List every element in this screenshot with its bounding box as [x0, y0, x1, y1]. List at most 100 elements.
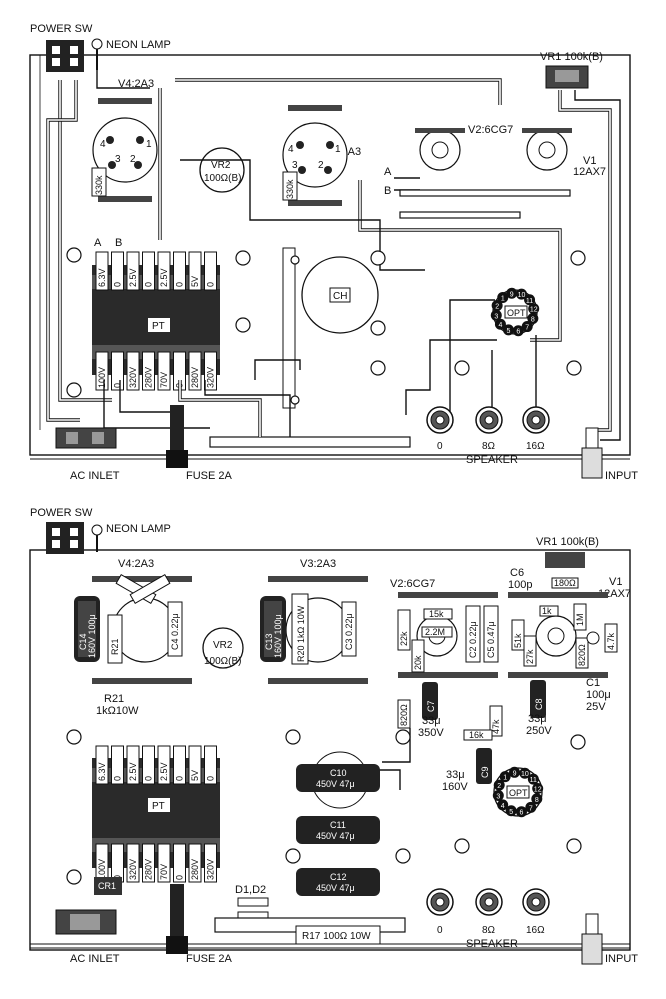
bottom-jack-16-label: 16Ω	[526, 925, 545, 936]
top-fuse-holder[interactable]	[166, 405, 188, 468]
bottom-pt-bottom-tab-label-5: 0	[175, 875, 185, 880]
top-input-label: INPUT	[605, 470, 638, 482]
bottom-r51k	[511, 619, 525, 651]
bottom-pt-bottom-tab-3	[142, 843, 155, 883]
bottom-r21-label: R21	[110, 638, 120, 655]
bottom-opt-pin-2	[493, 779, 505, 791]
bottom-pt-bottom-tab-6	[188, 843, 202, 883]
bottom-vr2-pot[interactable]	[202, 627, 244, 669]
bottom-speaker-jack-0[interactable]	[426, 888, 454, 916]
top-neon-lamp-icon	[91, 38, 103, 70]
bottom-pt-bottom-tab-label-2: 320V	[128, 859, 138, 880]
bottom-pt-top-tab-label-3: 0	[144, 776, 154, 781]
bottom-c6-value: 100p	[508, 579, 532, 591]
bottom-pt-top-tab-label-6: 5V	[190, 770, 200, 781]
bottom-r21-note: R21	[104, 693, 124, 705]
bottom-c14-value: 160V 100μ	[87, 614, 97, 658]
bottom-c3-label: C3 0.22μ	[344, 613, 354, 650]
top-opt-pin-9	[506, 287, 518, 299]
bottom-c13-label: C13	[264, 633, 274, 650]
top-pt-bottom-tab-label-6: 280V	[190, 367, 200, 388]
bottom-opt-pin-4	[497, 799, 509, 811]
bottom-c4-label: C4 0.22μ	[170, 613, 180, 650]
bottom-r21-value: 1kΩ10W	[96, 705, 139, 717]
bottom-v1-label: V1	[609, 576, 622, 588]
bottom-opt-pin-11	[527, 773, 539, 785]
top-choke	[282, 247, 379, 409]
bottom-c14-capacitor	[74, 596, 100, 662]
bottom-opt-pin-7	[525, 801, 537, 813]
bottom-c8-volt: 250V	[526, 725, 552, 737]
bottom-r17-label: R17 100Ω 10W	[302, 931, 371, 942]
top-vr1-pot-icon[interactable]	[545, 65, 589, 89]
bottom-c7-label: C7	[426, 700, 436, 712]
bottom-opt-pin-label-12: 12	[534, 787, 542, 794]
top-r330-left-label: 330k	[94, 175, 104, 195]
bottom-r47k	[489, 705, 503, 737]
bottom-r22k	[397, 609, 411, 651]
bottom-r820-2-label: 820Ω	[399, 704, 409, 726]
bottom-ac-inlet[interactable]	[55, 909, 117, 935]
top-screws	[66, 247, 586, 405]
bottom-c12-value: 450V 47μ	[316, 883, 355, 893]
top-speaker-jack-8[interactable]	[475, 406, 503, 434]
bottom-opt-pin-label-8: 8	[535, 797, 539, 804]
top-vr2-label: VR2	[211, 160, 231, 171]
top-pt-bottom-tab-3	[142, 351, 155, 391]
top-r330-right	[282, 171, 298, 201]
top-speaker-label: SPEAKER	[466, 454, 518, 466]
top-pt-bottom-tab-label-3: 280V	[144, 367, 154, 388]
bottom-r15k	[423, 608, 453, 620]
bottom-pt-bottom-tab-label-7: 320V	[206, 859, 216, 880]
bottom-power-switch[interactable]	[46, 522, 84, 554]
top-speaker-jack-16[interactable]	[522, 406, 550, 434]
bottom-r1m-label: 1M	[575, 613, 585, 626]
bottom-ac-inlet-label: AC INLET	[70, 953, 120, 965]
bottom-vr2-value: 100Ω(B)	[204, 656, 242, 667]
bottom-r22k-label: 22k	[399, 631, 409, 646]
bottom-opt-pin-label-7: 7	[529, 805, 533, 812]
bottom-c1-label: C1	[586, 677, 600, 689]
bottom-c8-value: 33μ	[528, 713, 547, 725]
top-ac-inlet[interactable]	[55, 427, 117, 449]
top-pt-bottom-tab-label-7: 320V	[206, 367, 216, 388]
top-opt-pin-7	[521, 321, 533, 333]
bottom-fuse-holder[interactable]	[166, 884, 188, 954]
bottom-speaker-jack-16[interactable]	[522, 888, 550, 916]
top-power-switch[interactable]	[46, 40, 84, 72]
bottom-c7-volt: 350V	[418, 727, 444, 739]
top-pt-bottom-tab-label-2: 320V	[128, 367, 138, 388]
top-neon-lamp-label: NEON LAMP	[106, 39, 171, 51]
top-v2-label: V2:6CG7	[468, 124, 513, 136]
top-input-jack[interactable]	[581, 427, 603, 479]
top-v4-socket	[92, 98, 158, 202]
top-ac-inlet-label: AC INLET	[70, 470, 120, 482]
bottom-opt-pin-label-11: 11	[530, 777, 537, 784]
bottom-r20-resistor	[291, 593, 309, 665]
top-panel: POWER SW NEON LAMP VR1 100k(B)	[29, 23, 638, 482]
top-v3-pin4: 4	[288, 144, 294, 155]
bottom-pt-top-tab-label-5: 0	[175, 776, 185, 781]
top-speaker-jack-0[interactable]	[426, 406, 454, 434]
top-v1-socket	[522, 128, 572, 171]
top-power-sw-label: POWER SW	[30, 23, 93, 35]
bottom-c11-value: 450V 47μ	[316, 831, 355, 841]
top-opt-pin-1	[497, 291, 509, 303]
bottom-cr1-label: CR1	[98, 881, 116, 891]
top-pt-top-tab-4	[157, 251, 171, 291]
bottom-c4-capacitor	[167, 601, 183, 657]
top-opt-pin-label-6: 6	[516, 329, 520, 336]
top-vr2-pot[interactable]	[199, 147, 245, 193]
bottom-screws	[66, 729, 586, 885]
bottom-vr1-pot-icon[interactable]	[545, 552, 585, 568]
bottom-r180-label: 180Ω	[554, 578, 576, 588]
bottom-speaker-jack-8[interactable]	[475, 888, 503, 916]
top-pt-top-tab-2	[126, 251, 140, 291]
bottom-input-jack[interactable]	[581, 913, 603, 965]
bottom-r16k	[463, 729, 493, 741]
bottom-c7-value: 33μ	[422, 715, 441, 727]
top-opt-pin-4	[494, 318, 506, 330]
